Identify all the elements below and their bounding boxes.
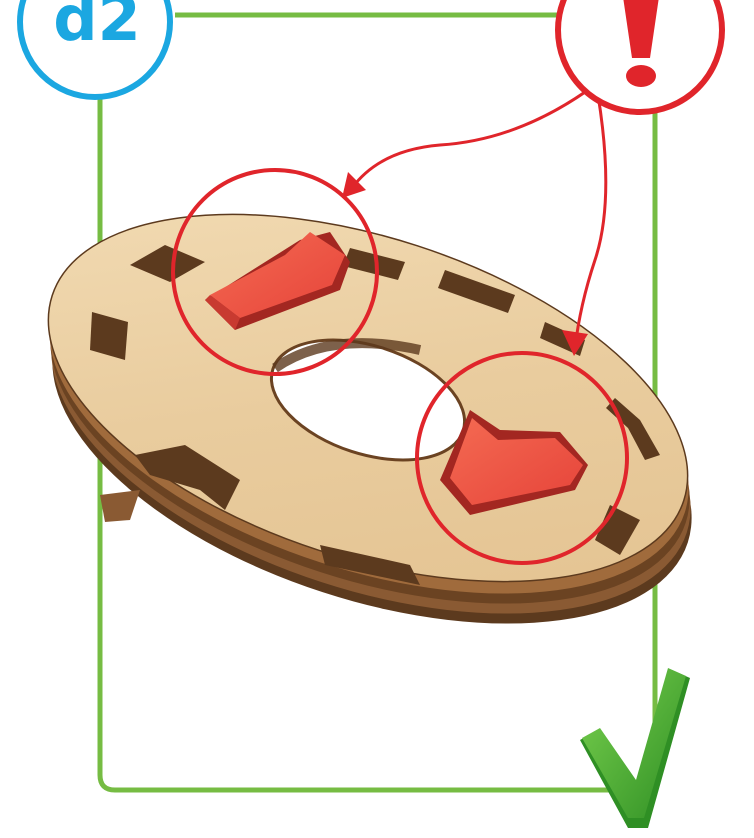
checkmark-icon	[580, 668, 690, 828]
step-label: d2	[53, 0, 141, 55]
side-tab	[100, 490, 140, 522]
step-badge: d2	[20, 0, 170, 97]
